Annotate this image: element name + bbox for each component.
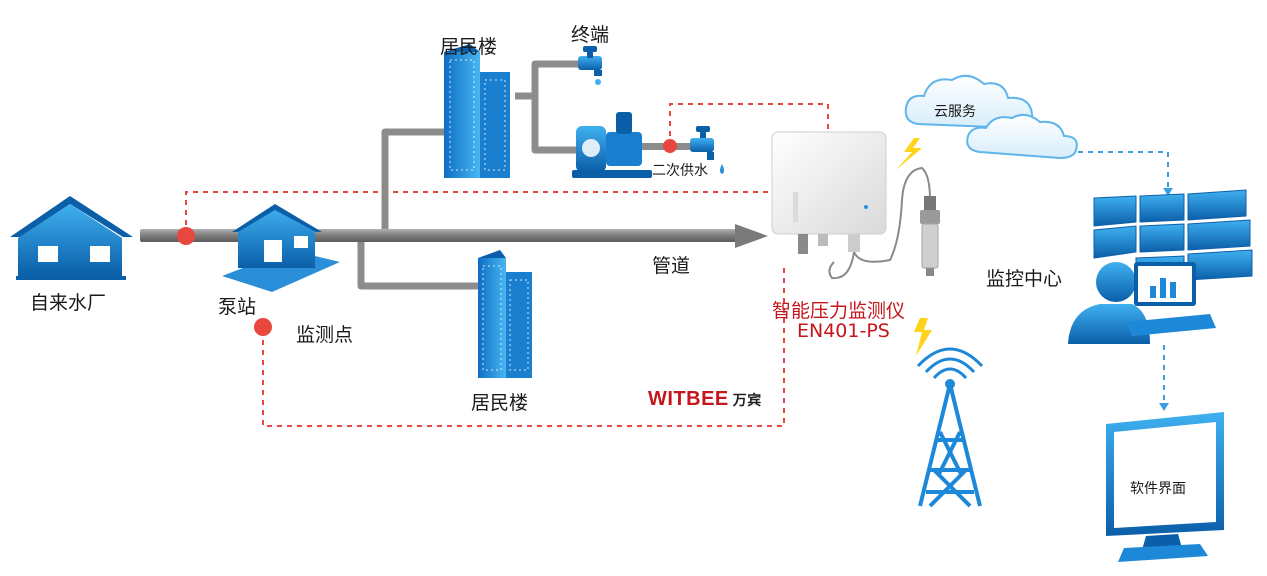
pressure-sensor-icon	[920, 196, 940, 276]
brand-name: WITBEE	[648, 388, 729, 410]
main-pipe	[140, 229, 740, 242]
waterworks-icon	[10, 196, 133, 280]
pressure-monitor-device	[771, 131, 931, 280]
signal-dashed-lines	[185, 103, 829, 427]
monitor-point-label: 监测点	[296, 324, 354, 346]
software-monitor-icon	[1106, 412, 1224, 562]
faucet-icon	[578, 46, 602, 85]
secondary-supply-label: 二次供水	[652, 163, 708, 179]
monitor-point-dot-secondary[interactable]	[663, 139, 677, 153]
pipe-arrowhead	[735, 224, 768, 248]
building-top-label: 居民楼	[440, 36, 498, 58]
signal-tower-icon	[916, 347, 984, 508]
arrow-to-monitor-center	[1163, 188, 1173, 196]
terminal-label: 终端	[571, 24, 610, 46]
pump-station-label: 泵站	[218, 296, 257, 318]
brand-name-cn: 万宾	[732, 392, 762, 408]
pump-machine-icon	[572, 112, 652, 178]
building-bottom-icon	[478, 250, 532, 378]
arrow-to-software	[1159, 403, 1169, 411]
building-bottom-label: 居民楼	[471, 392, 529, 414]
device-model: EN401-PS	[797, 320, 890, 342]
pipe-network	[357, 60, 578, 290]
cloud-icon	[904, 74, 1078, 160]
pipeline-label: 管道	[652, 255, 691, 277]
lightning-icon-bottom	[914, 318, 932, 356]
secondary-faucet-icon	[690, 126, 724, 174]
waterworks-label: 自来水厂	[30, 292, 107, 314]
pump-station-icon	[222, 204, 340, 292]
cloud-label: 云服务	[934, 104, 976, 120]
lightning-icon-top	[896, 138, 922, 170]
software-ui-label: 软件界面	[1130, 481, 1186, 497]
device-name: 智能压力监测仪	[772, 300, 906, 322]
data-dashed-lines	[1078, 151, 1169, 405]
tower-top-dot	[945, 379, 955, 389]
building-top-icon	[444, 44, 510, 178]
monitor-point-dot-main[interactable]	[177, 227, 195, 245]
operator-icon	[1068, 262, 1216, 344]
monitor-point-dot-legend[interactable]	[254, 318, 272, 336]
monitor-center-label: 监控中心	[986, 268, 1063, 290]
